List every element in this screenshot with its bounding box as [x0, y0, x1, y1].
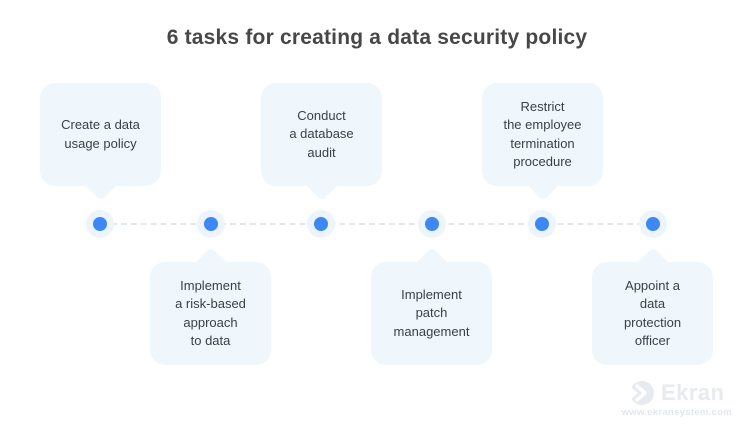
task-bubble-6: Appoint a data protection officer [592, 247, 713, 365]
timeline-dot-1 [86, 210, 114, 238]
dot-core [646, 217, 660, 231]
dot-core [93, 217, 107, 231]
task-bubble-4: Implement patch management [371, 247, 492, 365]
task-bubble-1: Create a data usage policy [40, 83, 161, 201]
timeline-dot-4 [418, 210, 446, 238]
task-bubble-5: Restrict the employee termination proced… [482, 83, 603, 201]
timeline-dot-5 [528, 210, 556, 238]
timeline-dot-6 [639, 210, 667, 238]
branding-block: Ekran www.ekransystem.com [622, 380, 732, 418]
task-bubble-2: Implement a risk-based approach to data [150, 247, 271, 365]
ekran-logo-icon [628, 381, 654, 405]
dot-core [425, 217, 439, 231]
dot-core [535, 217, 549, 231]
page-title: 6 tasks for creating a data security pol… [166, 26, 588, 49]
timeline-dashed-line [101, 223, 653, 225]
task-label-6: Appoint a data protection officer [623, 277, 682, 348]
bubble-tail [525, 167, 560, 201]
task-label-1: Create a data usage policy [61, 117, 140, 151]
timeline-dot-2 [197, 210, 225, 238]
brand-website: www.ekransystem.com [621, 407, 732, 418]
bubble-tail [414, 247, 449, 281]
dot-core [204, 217, 218, 231]
task-bubble-3: Conduct a database audit [261, 83, 382, 201]
brand-row: Ekran [628, 380, 725, 406]
task-label-3: Conduct a database audit [289, 107, 354, 160]
task-label-4: Implement patch management [393, 286, 470, 339]
brand-name: Ekran [660, 380, 725, 405]
timeline-dot-3 [307, 210, 335, 238]
task-label-2: Implement a risk-based approach to data [175, 277, 246, 348]
bubble-tail [304, 167, 339, 201]
dot-core [314, 217, 328, 231]
task-label-5: Restrict the employee termination proced… [503, 98, 582, 169]
bubble-tail [83, 167, 118, 201]
